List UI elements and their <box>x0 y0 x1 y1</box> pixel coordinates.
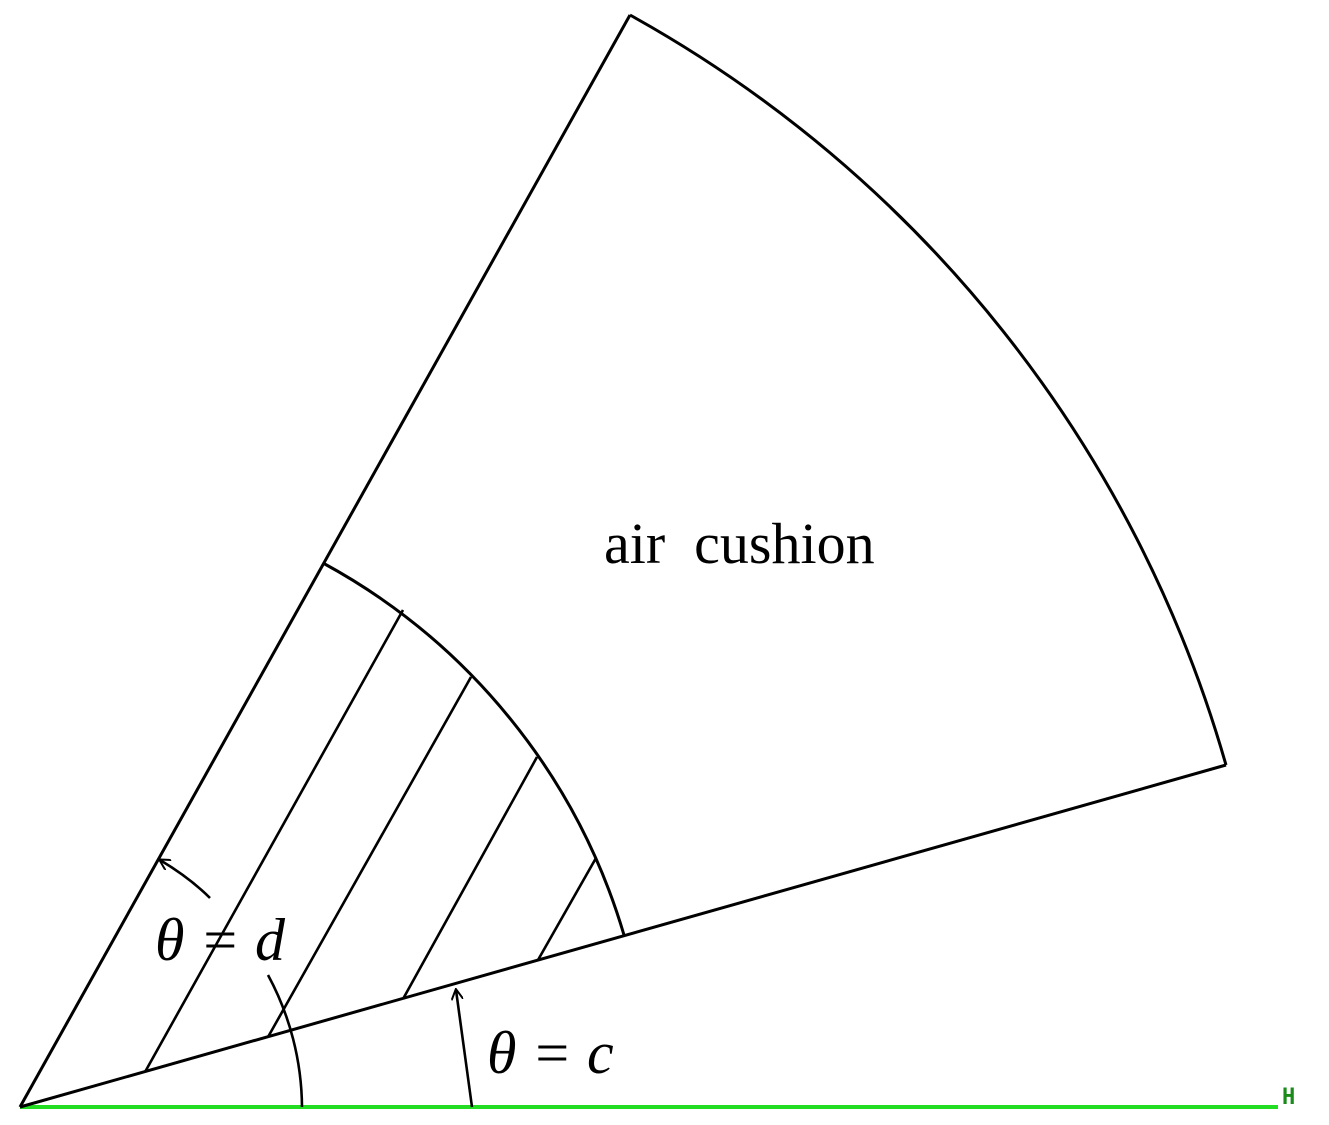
lower-boundary-ray <box>19 763 1227 1109</box>
inner-arc <box>322 561 626 936</box>
outer-arc <box>629 13 1228 766</box>
region-label: air cushion <box>604 511 875 576</box>
axis-end-label: H <box>1282 1085 1295 1110</box>
upper-boundary-ray <box>18 14 632 1108</box>
angle-c-arc-arrow <box>456 990 474 1108</box>
hatch-line <box>401 756 539 1000</box>
angle-d-label: θ = d <box>155 907 286 973</box>
hatch-line <box>143 609 405 1073</box>
hatch-line <box>266 676 473 1038</box>
angle-d-arc-arrow <box>266 974 304 1108</box>
hatched-region <box>143 609 598 1073</box>
angle-c-label: θ = c <box>487 1020 614 1086</box>
angle-d-arrow <box>160 860 211 899</box>
hatch-line <box>536 857 598 961</box>
